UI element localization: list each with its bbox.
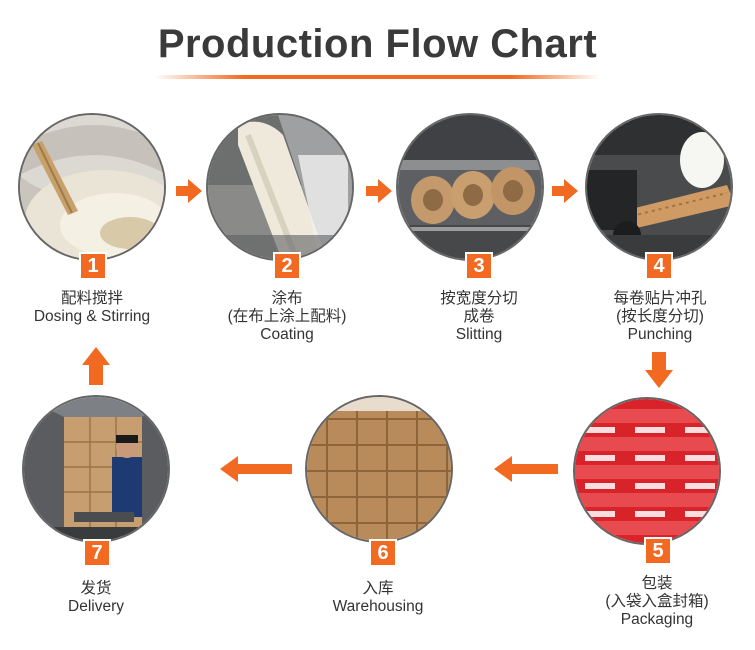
step-7-label-en: Delivery bbox=[68, 598, 124, 615]
arrow-left-6-7 bbox=[220, 456, 292, 482]
step-5-label: 包装 (入袋入盒封箱) Packaging bbox=[567, 575, 747, 629]
step-2-label: 涂布 (在布上涂上配料) Coating bbox=[197, 290, 377, 344]
step-2-label-cn-note: (在布上涂上配料) bbox=[227, 308, 347, 325]
step-5-label-cn-note: (入袋入盒封箱) bbox=[605, 593, 709, 610]
arrow-down-4-5 bbox=[645, 352, 673, 388]
step-7-label-cn: 发货 bbox=[80, 580, 112, 597]
step-3-photo bbox=[396, 113, 544, 261]
step-5-label-en: Packaging bbox=[620, 611, 694, 628]
step-3-label-cn-note: 成卷 bbox=[463, 308, 495, 325]
step-4-label-cn: 每卷贴片冲孔 bbox=[613, 290, 707, 307]
step-5-photo bbox=[573, 397, 721, 545]
step-4-photo bbox=[585, 113, 733, 261]
step-7-label: 发货 Delivery bbox=[6, 580, 186, 616]
step-6-label: 入库 Warehousing bbox=[288, 580, 468, 616]
step-5-number-badge: 5 bbox=[644, 537, 672, 565]
step-7-photo bbox=[22, 395, 170, 543]
step-4-number-badge: 4 bbox=[645, 252, 673, 280]
step-1-label-en: Dosing & Stirring bbox=[33, 308, 151, 325]
step-6-label-en: Warehousing bbox=[332, 598, 424, 615]
step-6-label-cn: 入库 bbox=[362, 580, 394, 597]
arrow-up-7-1 bbox=[82, 347, 110, 385]
step-3-number-badge: 3 bbox=[465, 252, 493, 280]
step-2-number-badge: 2 bbox=[273, 252, 301, 280]
step-1-label: 配料搅拌 Dosing & Stirring bbox=[2, 290, 182, 326]
step-6-number-badge: 6 bbox=[369, 539, 397, 567]
step-2-photo bbox=[206, 113, 354, 261]
step-3-label: 按宽度分切 成卷 Slitting bbox=[389, 290, 569, 344]
step-7-number-badge: 7 bbox=[83, 539, 111, 567]
step-5-label-cn: 包装 bbox=[641, 575, 673, 592]
arrow-right-3-4 bbox=[552, 179, 578, 203]
step-2-label-en: Coating bbox=[260, 326, 314, 343]
step-3-label-cn: 按宽度分切 bbox=[440, 290, 518, 307]
step-1-photo bbox=[18, 113, 166, 261]
step-4-label-en: Punching bbox=[627, 326, 693, 343]
step-1-label-cn: 配料搅拌 bbox=[60, 290, 123, 307]
step-3-label-en: Slitting bbox=[455, 326, 503, 343]
chart-title: Production Flow Chart bbox=[157, 22, 598, 66]
step-4-label-cn-note: (按长度分切) bbox=[616, 308, 704, 325]
step-1-number-badge: 1 bbox=[79, 252, 107, 280]
step-6-photo bbox=[305, 395, 453, 543]
arrow-right-1-2 bbox=[176, 179, 202, 203]
arrow-right-2-3 bbox=[366, 179, 392, 203]
step-4-label: 每卷贴片冲孔 (按长度分切) Punching bbox=[570, 290, 750, 344]
step-2-label-cn: 涂布 bbox=[271, 290, 303, 307]
title-underline bbox=[155, 75, 600, 79]
arrow-left-5-6 bbox=[494, 456, 558, 482]
